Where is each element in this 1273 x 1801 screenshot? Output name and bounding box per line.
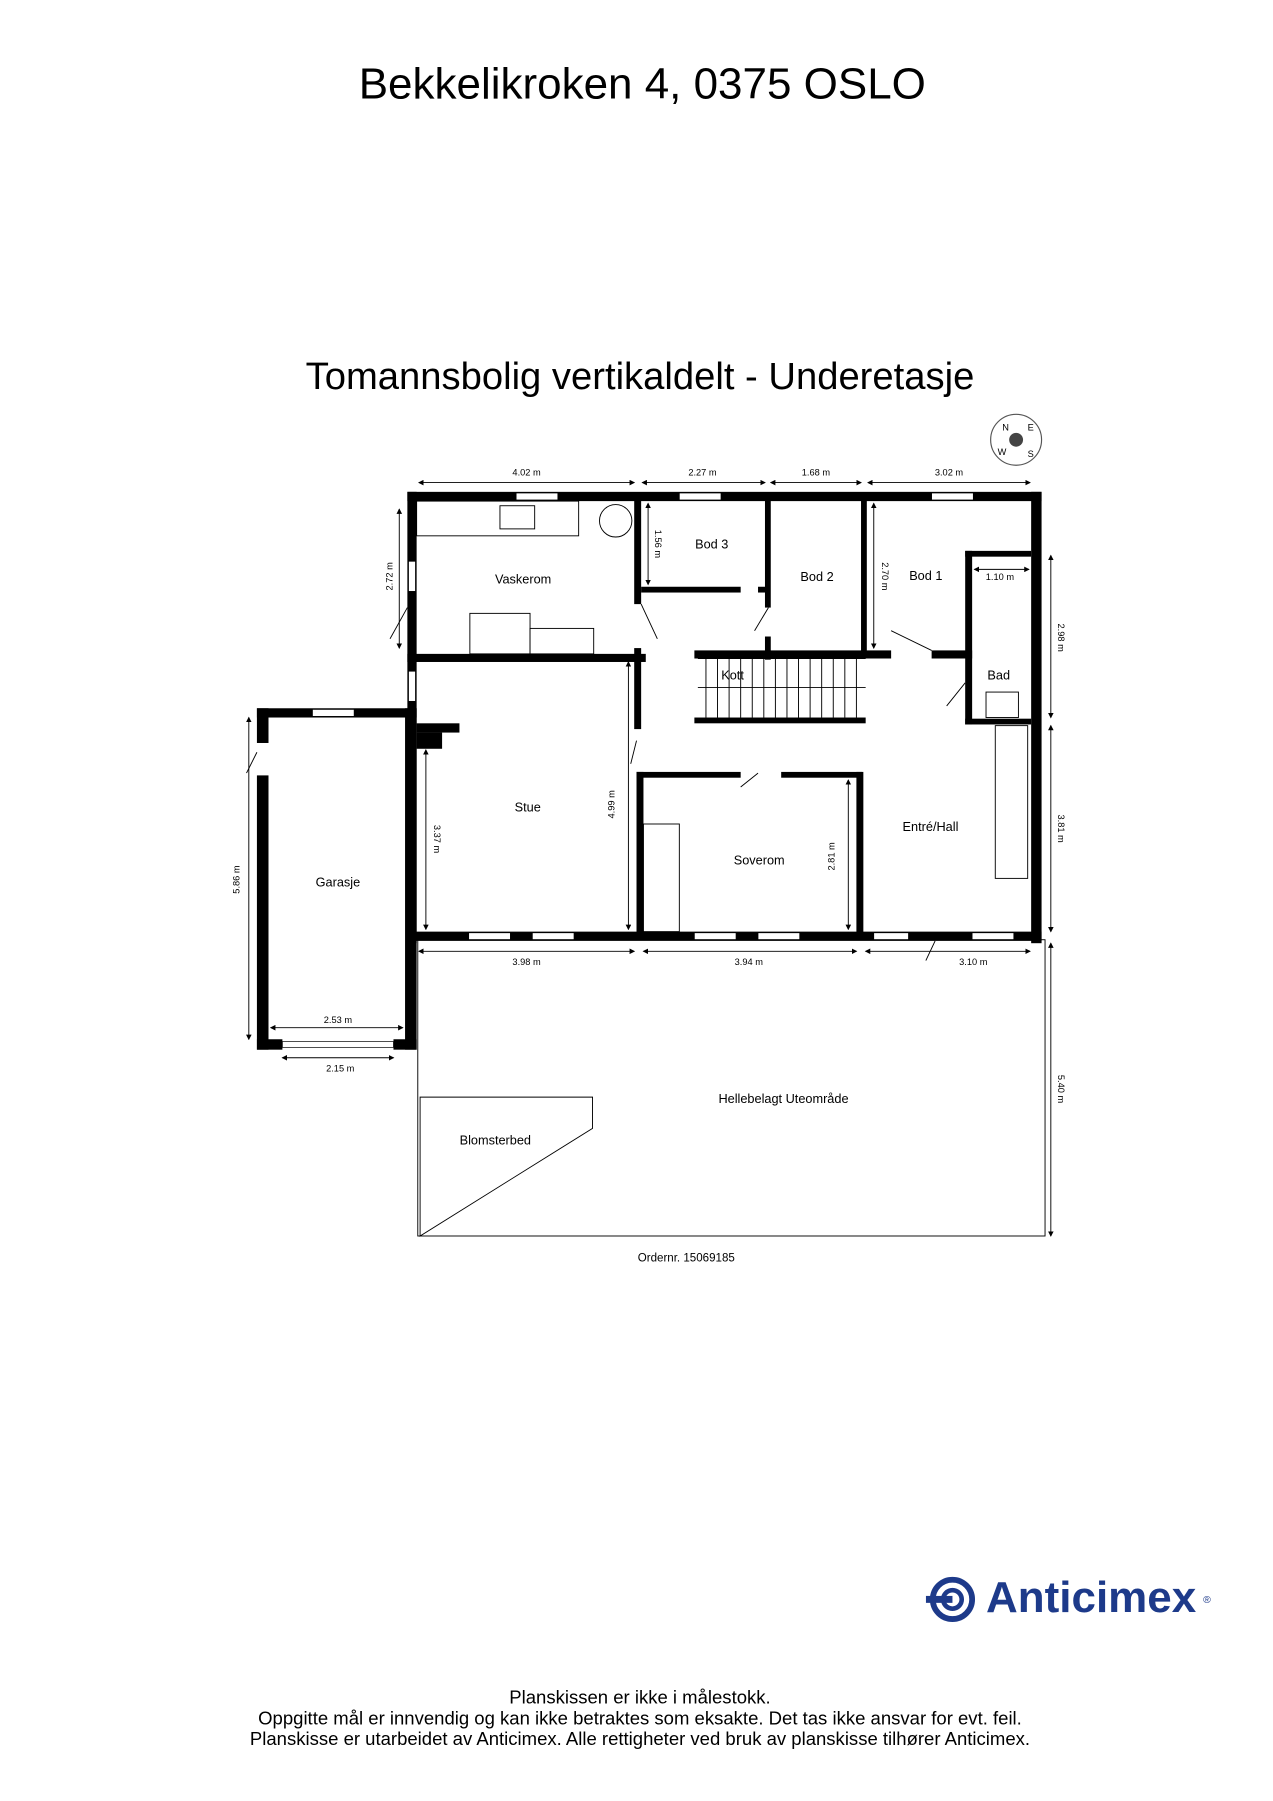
dim-label: 3.94 m (735, 957, 764, 967)
room-stue: Stue (515, 799, 541, 814)
floor-title: Tomannsbolig vertikaldelt - Underetasje (305, 354, 975, 397)
svg-text:E: E (1028, 423, 1034, 433)
dim-label: 2.98 m (1056, 624, 1066, 653)
dim-label: 3.98 m (512, 957, 541, 967)
room-entre: Entré/Hall (903, 819, 959, 834)
svg-text:S: S (1028, 449, 1034, 459)
room-kott: Kott (721, 667, 744, 682)
dim-label: 2.15 m (326, 1064, 355, 1074)
area-blomsterbed: Blomsterbed (460, 1133, 531, 1148)
svg-text:W: W (998, 447, 1007, 457)
compass-icon: N E S W (990, 413, 1043, 466)
room-bod3: Bod 3 (695, 537, 728, 552)
room-bod1: Bod 1 (909, 568, 942, 583)
room-soverom: Soverom (734, 853, 785, 868)
room-garasje: Garasje (316, 874, 361, 889)
dim-label: 3.37 m (432, 825, 442, 854)
disclaimer-line: Planskissen er ikke i målestokk. (509, 1688, 771, 1709)
disclaimer-line: Oppgitte mål er innvendig og kan ikke be… (258, 1709, 1022, 1730)
anticimex-mark-icon (925, 1576, 976, 1622)
dimension-lines (246, 479, 1054, 1237)
dim-label: 3.81 m (1056, 814, 1066, 843)
room-bod2: Bod 2 (800, 569, 833, 584)
fixtures (246, 500, 1046, 1237)
dim-label: 2.53 m (324, 1015, 353, 1025)
anticimex-logo: Anticimex® (925, 1573, 1211, 1624)
dim-label: 1.56 m (653, 530, 663, 559)
disclaimer: Planskissen er ikke i målestokk. Oppgitt… (0, 1689, 1273, 1751)
logo-text: Anticimex (986, 1573, 1197, 1623)
dim-label: 3.10 m (959, 957, 988, 967)
dim-label: 1.68 m (802, 468, 831, 478)
order-number: Ordernr. 15069185 (638, 1252, 735, 1264)
dim-label: 2.72 m (384, 562, 394, 591)
area-uteomrade: Hellebelagt Uteområde (718, 1091, 848, 1106)
windows (282, 492, 1015, 1048)
dim-label: 1.10 m (986, 572, 1015, 582)
dim-label: 2.70 m (880, 562, 890, 591)
dim-label: 5.86 m (232, 865, 242, 894)
dim-label: 2.27 m (688, 468, 717, 478)
dim-label: 4.99 m (607, 790, 617, 819)
svg-text:N: N (1002, 423, 1009, 433)
dim-label: 2.81 m (826, 842, 836, 871)
page-title: Bekkelikroken 4, 0375 OSLO (358, 60, 926, 109)
disclaimer-line: Planskisse er utarbeidet av Anticimex. A… (249, 1730, 1031, 1750)
dim-label: 4.02 m (512, 468, 541, 478)
dim-label: 5.40 m (1056, 1075, 1066, 1104)
room-bad: Bad (987, 667, 1010, 682)
dim-label: 3.02 m (935, 468, 964, 478)
room-vaskerom: Vaskerom (495, 571, 551, 586)
